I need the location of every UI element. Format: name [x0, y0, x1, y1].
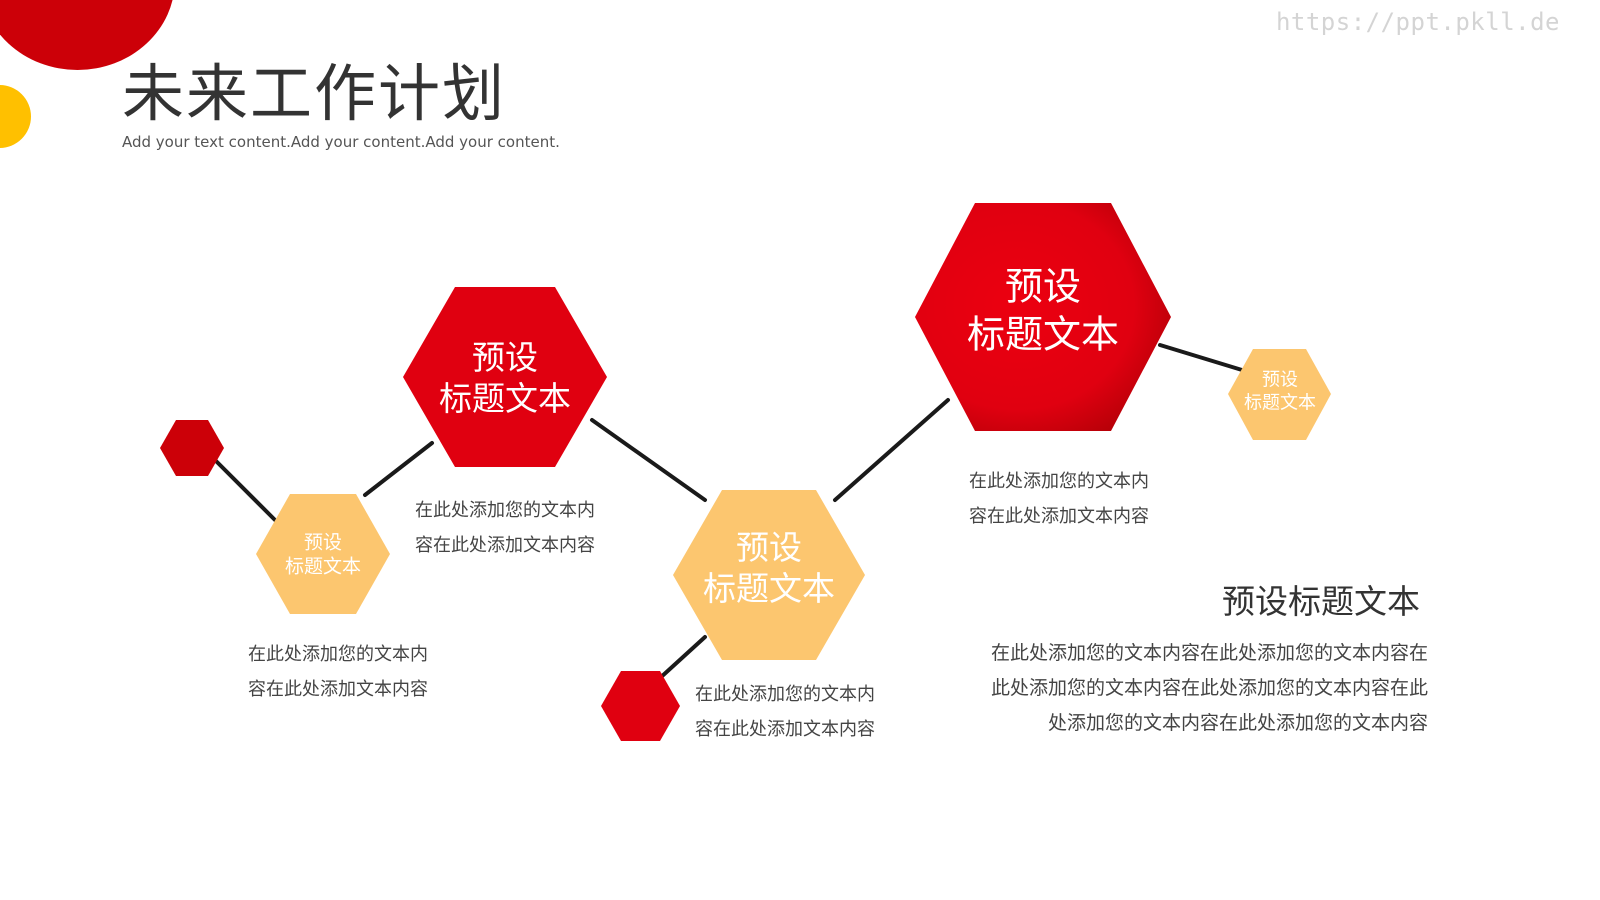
small-red-hexagon — [160, 420, 224, 476]
detail-title: 预设标题文本 — [1222, 582, 1420, 621]
connector-line — [363, 441, 434, 497]
connector-line — [1158, 343, 1244, 372]
watermark: https://ppt.pkll.de — [1275, 8, 1560, 36]
page-subtitle: Add your text content.Add your content.A… — [122, 133, 560, 151]
description-text: 在此处添加您的文本内 容在此处添加文本内容 — [248, 644, 428, 700]
hexagon-small-orange-right — [1228, 349, 1331, 440]
connector-line — [590, 418, 707, 502]
hexagon-orange-center — [673, 490, 865, 660]
connector-line — [833, 398, 950, 502]
hexagon-label: 预设 标题文本 — [284, 531, 362, 577]
hexagon-red-left — [403, 287, 607, 467]
small-red-hexagon — [601, 671, 680, 741]
description-text: 在此处添加您的文本内 容在此处添加文本内容 — [969, 471, 1149, 527]
page-title: 未来工作计划 — [122, 57, 507, 130]
hexagon-small-orange-left — [256, 494, 390, 614]
description-text: 在此处添加您的文本内 容在此处添加文本内容 — [695, 684, 875, 740]
hexagon-label: 预设 标题文本 — [439, 337, 571, 418]
hexagon-label: 预设 标题文本 — [966, 264, 1120, 357]
hexagon-label: 预设 标题文本 — [1244, 369, 1316, 414]
connector-line — [213, 458, 277, 522]
hexagon-red-large — [915, 203, 1171, 431]
hexagon-label: 预设 标题文本 — [703, 527, 835, 608]
description-text: 在此处添加您的文本内 容在此处添加文本内容 — [415, 500, 595, 556]
connector-line — [658, 635, 707, 680]
detail-body: 在此处添加您的文本内容在此处添加您的文本内容在 此处添加您的文本内容在此处添加您… — [990, 642, 1428, 734]
